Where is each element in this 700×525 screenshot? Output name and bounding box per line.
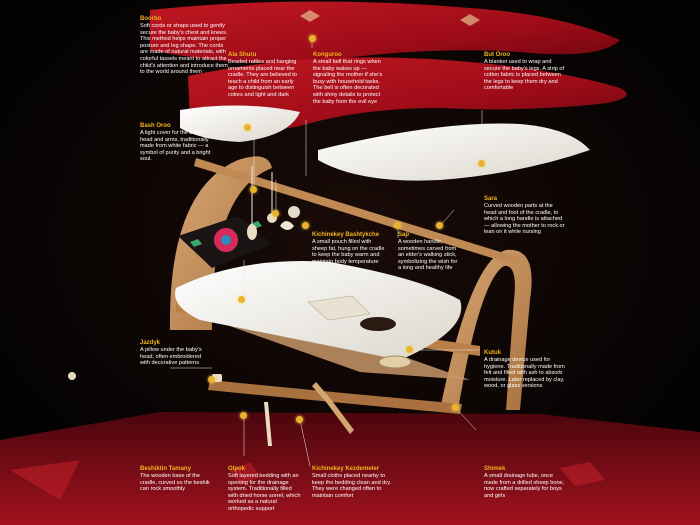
annotation-text: A pillow under the baby's head, often em… (140, 347, 202, 367)
annotation-kichinekey-kezdemeler: Kichinekey Kezdemeler Small cloths place… (312, 466, 392, 499)
marker-dot (296, 416, 303, 423)
annotation-jazdyk: Jazdyk A pillow under the baby's head, o… (140, 340, 212, 367)
konguroo-bell (288, 206, 300, 218)
annotation-text: The wooden base of the cradle, curved so… (140, 473, 210, 493)
annotation-text: Soft cords or straps used to gently secu… (140, 23, 228, 76)
marker-dot (238, 296, 245, 303)
annotation-kichinekey-bashtykche: Kichinekey Bashtykche A small pouch fill… (312, 232, 386, 265)
small-cloth (307, 295, 371, 321)
marker-dot (478, 160, 485, 167)
annotation-text: A small pouch filled with sheep fat, hun… (312, 239, 385, 265)
marker-dot (406, 346, 413, 353)
annotation-shimek: Shimek A small drainage tube, once made … (484, 466, 566, 499)
annotation-text: Beaded rattles and hanging ornaments pla… (228, 59, 297, 98)
annotation-text: Curved wooden parts at the head and foot… (484, 203, 565, 236)
annotation-sap: Sap A wooden handle, sometimes carved fr… (398, 232, 462, 272)
boorbo-straps (150, 1, 620, 64)
annotation-title: Bash Oroo (140, 123, 171, 129)
annotation-konguroo: Konguroo A small bell that rings when th… (313, 52, 385, 105)
annotation-title: Beshiktin Tamany (140, 466, 191, 472)
annotation-title: Ala Shuru (228, 52, 257, 58)
annotation-title: Jazdyk (140, 340, 161, 346)
kutuk-bowl (378, 355, 412, 369)
annotation-text: A drainage device used for hygiene. Trad… (484, 357, 565, 390)
marker-dot (394, 222, 401, 229)
shimek-tube (312, 382, 354, 434)
annotation-title: Sap (398, 232, 410, 238)
shimek-bone (264, 402, 272, 446)
marker-dot (250, 186, 257, 193)
annotation-sara: Sara Curved wooden parts at the head and… (484, 196, 566, 236)
marker-dot (244, 124, 251, 131)
annotation-title: Kichinekey Bashtykche (312, 232, 380, 238)
marker-dot (240, 412, 247, 419)
annotation-text: A small drainage tube, once made from a … (484, 473, 565, 499)
bead (68, 372, 76, 380)
sap-handle (194, 158, 520, 266)
marker-dot (272, 210, 279, 217)
annotation-text: A wooden handle, sometimes carved from a… (398, 239, 458, 272)
leader-lines (170, 38, 483, 467)
annotation-boorbo: Boorbo Soft cords or straps used to gent… (140, 16, 232, 76)
marker-dot (452, 404, 459, 411)
annotation-title: But Oroo (484, 52, 510, 58)
pillow-embroidery-center (221, 235, 231, 245)
carpet (0, 412, 700, 525)
annotation-title: Shimek (484, 466, 506, 472)
annotation-title: Kutuk (484, 350, 501, 356)
annotation-ala-shuru: Ala Shuru Beaded rattles and hanging orn… (228, 52, 304, 99)
marker-dot (309, 35, 316, 42)
drainage-opening (360, 317, 396, 331)
bash-oroo-cover (180, 105, 300, 142)
annotation-beshiktin-tamany: Beshiktin Tamany The wooden base of the … (140, 466, 214, 493)
annotation-text: Soft layered bedding with an opening for… (228, 473, 301, 512)
ornament (280, 221, 294, 230)
annotation-title: Boorbo (140, 16, 162, 22)
sara-right-arch (440, 249, 532, 410)
marker-dot (302, 222, 309, 229)
annotation-title: Konguroo (313, 52, 342, 58)
lower-rail (208, 380, 462, 414)
annotation-title: Kichinekey Kezdemeler (312, 466, 380, 472)
annotation-olpok: Olpok Soft layered bedding with an openi… (228, 466, 302, 513)
annotation-text: A blanket used to wrap and secure the ba… (484, 59, 565, 92)
annotation-kutuk: Kutuk A drainage device used for hygiene… (484, 350, 566, 390)
pillow-pattern (190, 221, 262, 247)
rattle (247, 224, 257, 240)
carpet-pattern (10, 460, 605, 500)
marker-dot (208, 376, 215, 383)
annotation-but-oroo: But Oroo A blanket used to wrap and secu… (484, 52, 568, 92)
marker-dot (436, 222, 443, 229)
annotation-title: Sara (484, 196, 498, 202)
annotation-bash-oroo: Bash Oroo A light cover for the baby's h… (140, 123, 216, 163)
annotation-text: A small bell that rings when the baby wa… (313, 59, 383, 105)
annotation-text: Small cloths placed nearby to keep the b… (312, 473, 392, 499)
annotation-title: Olpok (228, 466, 246, 472)
annotation-text: A light cover for the baby's head and ar… (140, 130, 211, 163)
white-sheet (318, 123, 590, 181)
